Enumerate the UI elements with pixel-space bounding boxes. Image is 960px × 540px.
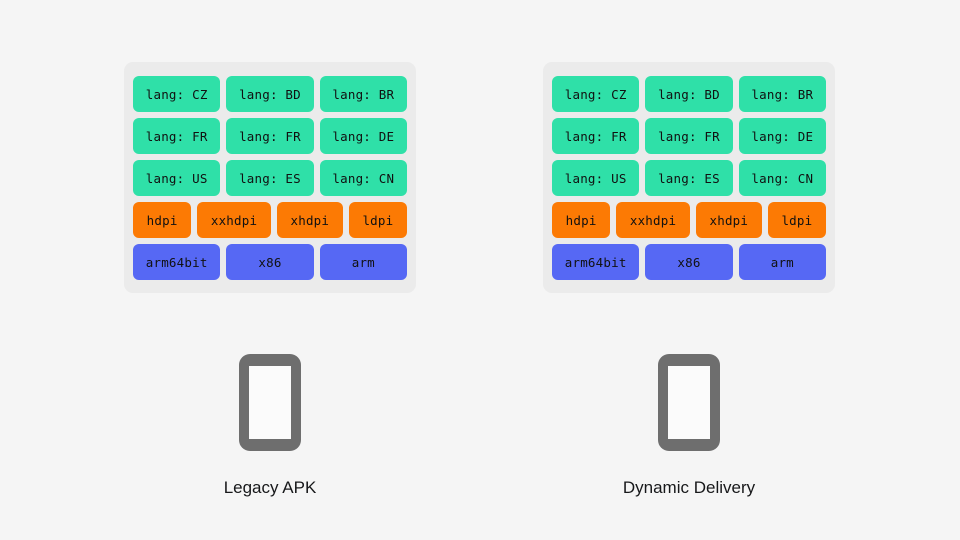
chip-dpi[interactable]: xxhdpi [197,202,271,238]
chip-lang[interactable]: lang: FR [226,118,314,154]
device-caption: Legacy APK [223,478,317,497]
chip-row-lang-3: lang: US lang: ES lang: CN [133,160,407,196]
chip-dpi[interactable]: hdpi [552,202,611,238]
chip-lang[interactable]: lang: DE [319,118,407,154]
chip-abi[interactable]: x86 [645,244,733,280]
chip-lang[interactable]: lang: CN [738,160,826,196]
chip-row-lang-2: lang: FR lang: FR lang: DE [133,118,407,154]
phone-screen [668,366,710,439]
chip-dpi[interactable]: xhdpi [695,202,762,238]
chip-row-lang-1: lang: CZ lang: BD lang: BR [552,76,826,112]
chip-row-lang-2: lang: FR lang: FR lang: DE [552,118,826,154]
chip-lang[interactable]: lang: CZ [552,76,640,112]
phone-icon [658,354,720,451]
chip-lang[interactable]: lang: FR [645,118,733,154]
device-dynamic-delivery: Dynamic Delivery [543,354,835,498]
chip-abi[interactable]: arm [319,244,407,280]
chip-dpi[interactable]: ldpi [767,202,826,238]
chip-lang[interactable]: lang: CZ [133,76,221,112]
chip-lang[interactable]: lang: FR [133,118,221,154]
chip-lang[interactable]: lang: US [133,160,221,196]
chip-abi[interactable]: arm64bit [133,244,221,280]
chip-abi[interactable]: x86 [226,244,314,280]
chip-abi[interactable]: arm [738,244,826,280]
device-caption: Dynamic Delivery [622,478,756,497]
chip-dpi[interactable]: ldpi [348,202,407,238]
chip-dpi[interactable]: xhdpi [276,202,343,238]
chip-row-abi: arm64bit x86 arm [552,244,826,280]
chip-lang[interactable]: lang: US [552,160,640,196]
chip-lang[interactable]: lang: BR [319,76,407,112]
chip-lang[interactable]: lang: CN [319,160,407,196]
chip-row-lang-3: lang: US lang: ES lang: CN [552,160,826,196]
phone-icon [239,354,301,451]
chip-lang[interactable]: lang: BR [738,76,826,112]
bundle-panel-dynamic-delivery: lang: CZ lang: BD lang: BR lang: FR lang… [543,62,835,293]
chip-abi[interactable]: arm64bit [552,244,640,280]
chip-lang[interactable]: lang: ES [226,160,314,196]
device-legacy-apk: Legacy APK [124,354,416,498]
bundle-panel-legacy-apk: lang: CZ lang: BD lang: BR lang: FR lang… [124,62,416,293]
chip-lang[interactable]: lang: ES [645,160,733,196]
chip-row-lang-1: lang: CZ lang: BD lang: BR [133,76,407,112]
chip-row-dpi: hdpi xxhdpi xhdpi ldpi [133,202,407,238]
chip-lang[interactable]: lang: FR [552,118,640,154]
chip-dpi[interactable]: hdpi [133,202,192,238]
chip-lang[interactable]: lang: BD [645,76,733,112]
chip-row-abi: arm64bit x86 arm [133,244,407,280]
chip-dpi[interactable]: xxhdpi [616,202,690,238]
chip-lang[interactable]: lang: DE [738,118,826,154]
chip-lang[interactable]: lang: BD [226,76,314,112]
chip-row-dpi: hdpi xxhdpi xhdpi ldpi [552,202,826,238]
phone-screen [249,366,291,439]
